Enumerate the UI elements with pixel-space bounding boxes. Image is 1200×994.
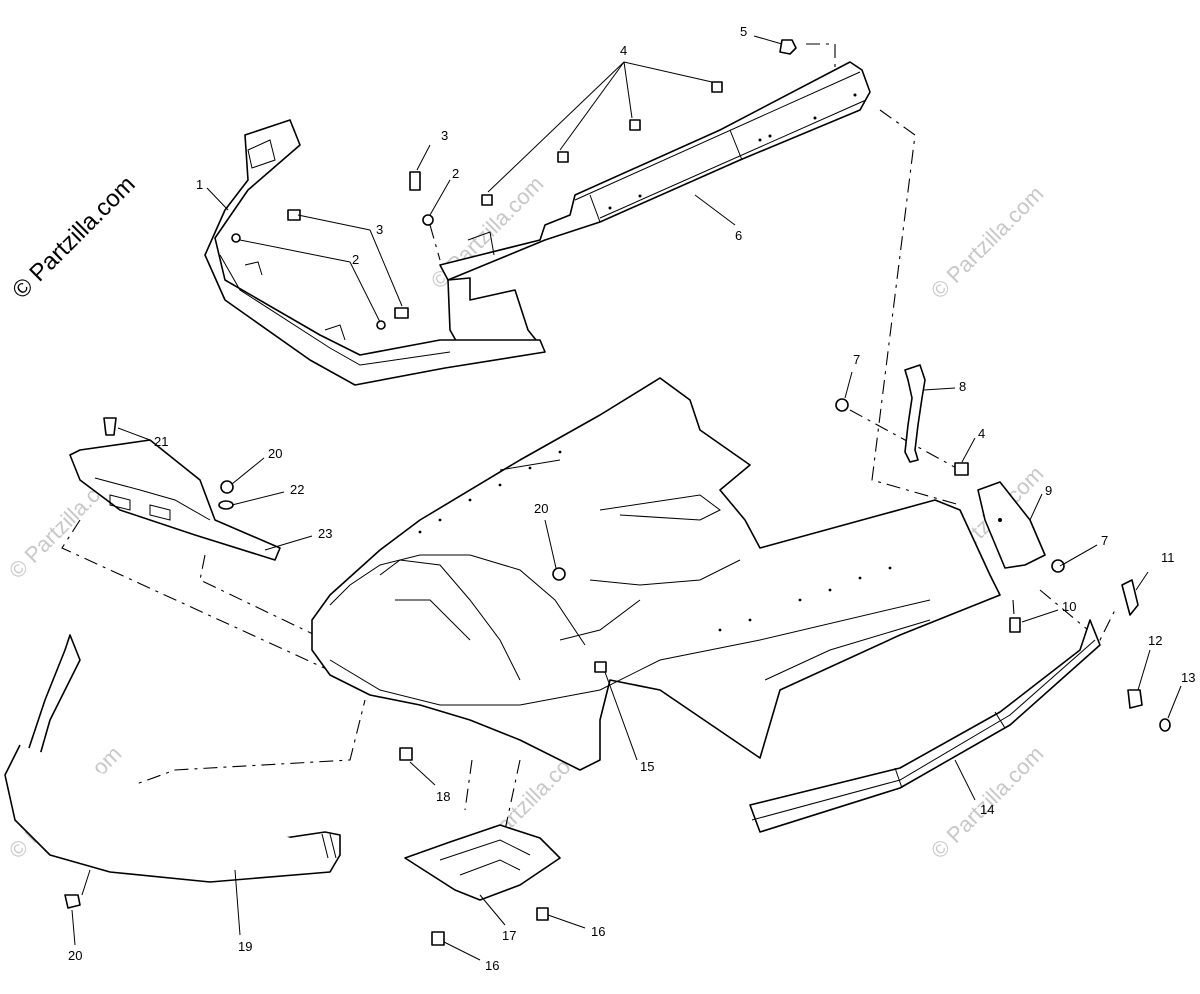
callout-17: 17 bbox=[502, 928, 516, 943]
hardware bbox=[64, 39, 1171, 946]
rivet-4b bbox=[629, 119, 641, 131]
rivet-4c bbox=[557, 151, 569, 163]
callout-8: 8 bbox=[959, 379, 966, 394]
callout-21: 21 bbox=[154, 434, 168, 449]
callout-2: 2 bbox=[352, 252, 359, 267]
clip-11 bbox=[1121, 579, 1139, 616]
part-side-bumper-right bbox=[749, 619, 1101, 833]
washer-2a bbox=[422, 214, 434, 226]
callout-4: 4 bbox=[620, 43, 627, 58]
rivet-4a bbox=[711, 81, 723, 93]
callout-23: 23 bbox=[318, 526, 332, 541]
rivet-7a bbox=[835, 398, 849, 412]
nut-20c bbox=[64, 894, 81, 909]
callout-6: 6 bbox=[735, 228, 742, 243]
callout-10: 10 bbox=[1062, 599, 1076, 614]
part-bracket-9 bbox=[977, 481, 1046, 569]
washer-13 bbox=[1159, 718, 1171, 732]
washer-22 bbox=[218, 500, 234, 510]
rivet-4d bbox=[481, 194, 493, 206]
hood-vent-dots bbox=[418, 450, 892, 632]
screw-12 bbox=[1127, 689, 1143, 709]
part-strap-8 bbox=[904, 364, 926, 463]
screw-21 bbox=[103, 417, 117, 436]
bolt-3a bbox=[409, 171, 421, 191]
watermark-repeat: © Partzilla.com bbox=[926, 181, 1049, 304]
callout-labels: 4 5 6 3 2 3 2 1 7 8 4 9 7 10 11 12 13 14… bbox=[68, 24, 1195, 973]
part-front-bracket-rail bbox=[204, 119, 546, 386]
rivet-18 bbox=[399, 747, 413, 761]
bolt-3b bbox=[287, 209, 301, 221]
screw-16b bbox=[431, 931, 445, 946]
part-skid-plate bbox=[404, 824, 561, 901]
watermark-main: © Partzilla.com bbox=[7, 171, 140, 304]
callout-19: 19 bbox=[238, 939, 252, 954]
callout-9: 9 bbox=[1045, 483, 1052, 498]
nut-5 bbox=[779, 39, 797, 55]
callout-7: 7 bbox=[1101, 533, 1108, 548]
callout-12: 12 bbox=[1148, 633, 1162, 648]
callout-11: 11 bbox=[1161, 550, 1175, 565]
callout-7: 7 bbox=[853, 352, 860, 367]
bolt-3c bbox=[394, 307, 409, 319]
screw-16a bbox=[536, 907, 549, 921]
part-hood-body bbox=[311, 377, 1001, 771]
callout-16: 16 bbox=[485, 958, 499, 973]
washer-2b bbox=[231, 233, 241, 243]
callout-22: 22 bbox=[290, 482, 304, 497]
part-front-bumper-lower bbox=[4, 634, 341, 883]
leader-lines bbox=[71, 35, 1182, 961]
callout-3: 3 bbox=[441, 128, 448, 143]
callout-16: 16 bbox=[591, 924, 605, 939]
part-side-plate-left bbox=[69, 439, 281, 561]
nut-20b bbox=[552, 567, 566, 581]
callout-1: 1 bbox=[196, 177, 203, 192]
callout-20: 20 bbox=[68, 948, 82, 963]
rivet-4e bbox=[954, 462, 969, 476]
callout-4: 4 bbox=[978, 426, 985, 441]
callout-18: 18 bbox=[436, 789, 450, 804]
callout-3: 3 bbox=[376, 222, 383, 237]
callout-2: 2 bbox=[452, 166, 459, 181]
nut-20a bbox=[220, 480, 234, 494]
washer-2c bbox=[376, 320, 386, 330]
callout-14: 14 bbox=[980, 802, 994, 817]
callout-20: 20 bbox=[534, 501, 548, 516]
rivet-10 bbox=[1009, 617, 1021, 633]
callout-15: 15 bbox=[640, 759, 654, 774]
rivet-15 bbox=[594, 661, 607, 673]
callout-5: 5 bbox=[740, 24, 747, 39]
callout-20: 20 bbox=[268, 446, 282, 461]
rivet-7b bbox=[1051, 559, 1065, 573]
callout-13: 13 bbox=[1181, 670, 1195, 685]
